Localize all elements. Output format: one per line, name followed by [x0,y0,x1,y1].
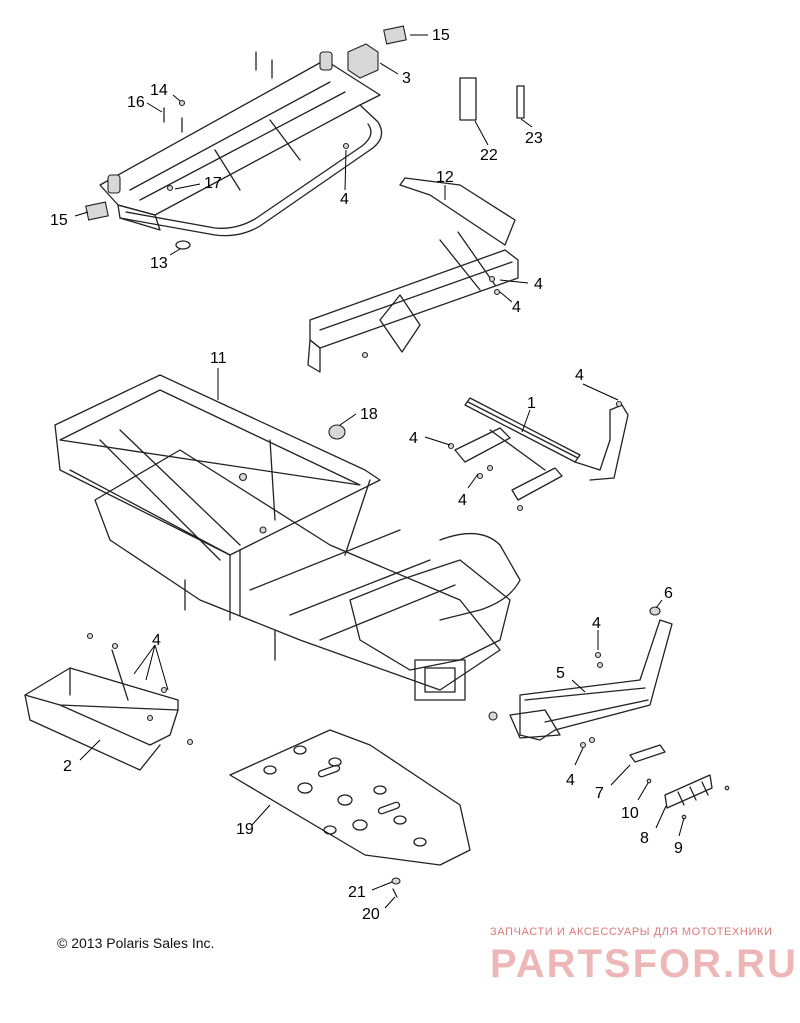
callout-5: 5 [556,665,565,682]
skid-plate [229,729,471,898]
callout-12: 12 [436,169,454,186]
rear-bracket-assembly [447,397,629,512]
rear-crossmember [307,177,519,373]
callout-8: 8 [640,830,649,847]
callout-21: 21 [348,884,366,901]
callout-4-cross-upper: 4 [534,276,543,293]
callout-13: 13 [150,255,168,272]
callout-3: 3 [402,70,411,87]
callout-19: 19 [236,821,254,838]
front-grille [629,744,730,820]
callout-23: 23 [525,130,543,147]
callout-1: 1 [527,395,536,412]
callout-14: 14 [150,82,168,99]
callout-15-top: 15 [432,27,450,44]
callout-4-side-bracket: 4 [152,632,161,649]
callout-7: 7 [595,785,604,802]
callout-4-bracket-bottom: 4 [458,492,467,509]
leader-lines [74,34,685,909]
watermark-tagline: ЗАПЧАСТИ И АКСЕССУАРЫ ДЛЯ МОТОТЕХНИКИ [490,926,773,938]
callout-labels: 15 3 14 16 22 23 17 4 12 15 13 4 4 11 4 … [50,27,683,923]
callout-11: 11 [210,350,227,367]
callout-4-cargo: 4 [340,191,349,208]
cargo-box-frame [85,25,525,250]
callout-9: 9 [674,840,683,857]
callout-4-cross-lower: 4 [512,299,521,316]
callout-20: 20 [362,906,380,923]
watermark-logo: PARTSFOR.RU [490,942,798,986]
callout-15-left: 15 [50,212,68,229]
callout-2: 2 [63,758,72,775]
side-bracket [24,632,194,771]
callout-16: 16 [127,94,145,111]
callout-4-bumper-bottom: 4 [566,772,575,789]
callout-4-bumper-top: 4 [592,615,601,632]
main-frame [54,374,521,701]
callout-4-bracket-left: 4 [409,430,418,447]
callout-4-bracket-top: 4 [575,367,584,384]
front-bumper [488,606,673,749]
copyright-notice: © 2013 Polaris Sales Inc. [57,935,215,951]
callout-6: 6 [664,585,673,602]
callout-10: 10 [621,805,639,822]
callout-22: 22 [480,147,498,164]
callout-17: 17 [204,175,222,192]
callout-18: 18 [360,406,378,423]
